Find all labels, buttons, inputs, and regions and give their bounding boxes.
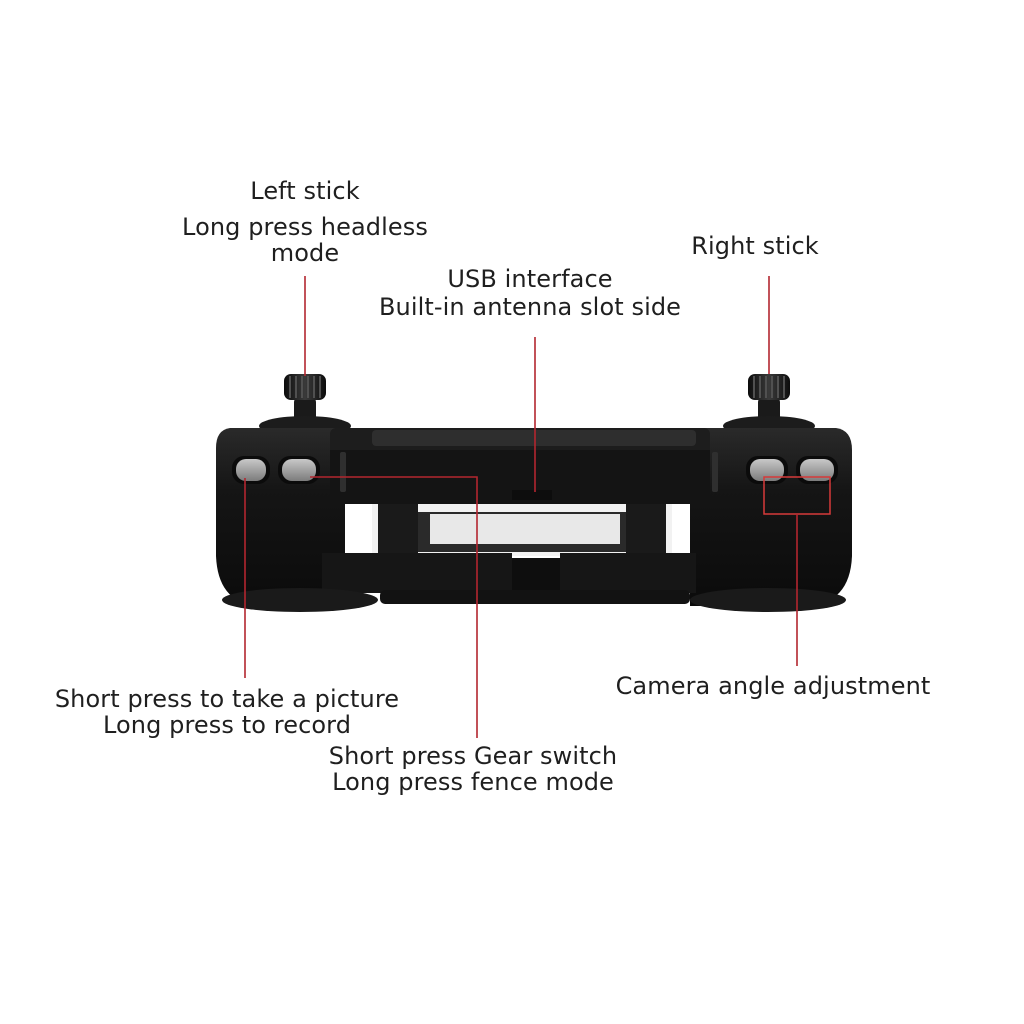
gear-line-2: Long press fence mode (332, 768, 614, 796)
camera-angle-line-1: Camera angle adjustment (615, 672, 931, 700)
left-stick (259, 374, 351, 436)
left-stick-title: Left stick (250, 177, 360, 205)
controller-body (216, 428, 852, 612)
right-stick (723, 374, 815, 436)
left-stick-desc-2: mode (270, 239, 340, 267)
camera-angle-label: Camera angle adjustment (610, 673, 936, 699)
photo-line-1: Short press to take a picture (54, 685, 400, 713)
gear-switch-button (278, 456, 320, 484)
usb-label: USB interface Built-in antenna slot side (370, 266, 690, 320)
photo-record-button (232, 456, 270, 484)
right-stick-label: Right stick (680, 233, 830, 259)
usb-line-1: USB interface (447, 265, 613, 293)
camera-angle-up-button (796, 456, 838, 484)
left-stick-label: Left stick Long press headless mode (172, 178, 438, 266)
camera-angle-down-button (746, 456, 788, 484)
right-stick-title: Right stick (691, 232, 819, 260)
gear-line-1: Short press Gear switch (328, 742, 618, 770)
left-stick-desc-1: Long press headless (182, 213, 428, 241)
gear-leader (310, 476, 478, 738)
gear-label: Short press Gear switch Long press fence… (316, 743, 630, 795)
usb-line-2: Built-in antenna slot side (378, 293, 682, 321)
photo-line-2: Long press to record (102, 711, 352, 739)
photo-label: Short press to take a picture Long press… (40, 686, 414, 738)
